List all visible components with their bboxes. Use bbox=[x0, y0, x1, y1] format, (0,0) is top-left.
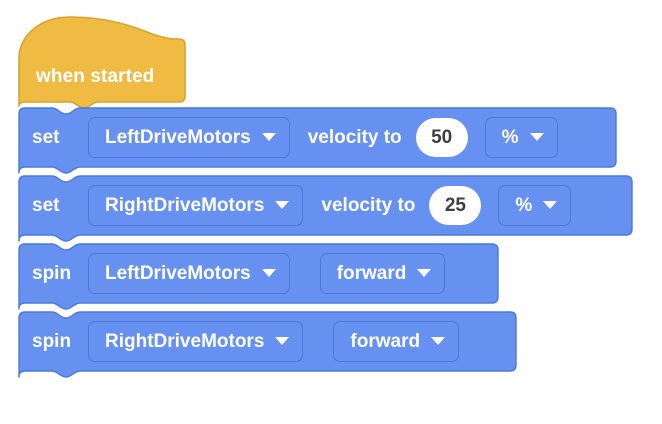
velocity-value-input-left[interactable]: 50 bbox=[415, 117, 468, 157]
block-spin-right-forward[interactable]: spin RightDriveMotors forward bbox=[18, 311, 517, 380]
when-started-label: when started bbox=[36, 66, 155, 87]
direction-dropdown-spin-right-value: forward bbox=[350, 330, 421, 352]
motor-dropdown-right-velocity-value: RightDriveMotors bbox=[105, 194, 265, 216]
block-when-started[interactable]: when started bbox=[18, 14, 186, 109]
set-right-velocity-verb: set bbox=[32, 194, 60, 216]
chevron-down-icon bbox=[261, 133, 276, 141]
when-started-shape bbox=[18, 16, 186, 109]
set-left-velocity-midtext: velocity to bbox=[307, 126, 402, 148]
direction-dropdown-spin-left-value: forward bbox=[336, 262, 407, 284]
motor-dropdown-left-velocity[interactable]: LeftDriveMotors bbox=[88, 116, 290, 158]
chevron-down-icon bbox=[431, 337, 446, 345]
spin-right-forward-verb: spin bbox=[32, 330, 72, 352]
set-right-velocity-midtext: velocity to bbox=[321, 194, 416, 216]
unit-dropdown-right-velocity[interactable]: % bbox=[498, 184, 572, 226]
block-set-left-velocity[interactable]: set LeftDriveMotors velocity to 50 % bbox=[18, 107, 617, 176]
motor-dropdown-spin-left-value: LeftDriveMotors bbox=[105, 262, 251, 284]
chevron-down-icon bbox=[275, 201, 290, 209]
velocity-value-right: 25 bbox=[444, 194, 466, 216]
block-spin-left-forward[interactable]: spin LeftDriveMotors forward bbox=[18, 243, 499, 312]
chevron-down-icon bbox=[275, 337, 290, 345]
chevron-down-icon bbox=[261, 269, 276, 277]
chevron-down-icon bbox=[529, 133, 544, 141]
unit-dropdown-right-velocity-value: % bbox=[515, 194, 533, 216]
direction-dropdown-spin-right[interactable]: forward bbox=[333, 320, 460, 362]
set-left-velocity-verb: set bbox=[32, 126, 60, 148]
spin-left-forward-verb: spin bbox=[32, 262, 72, 284]
block-stack[interactable]: when started set LeftDriveMotors velocit… bbox=[18, 14, 633, 380]
motor-dropdown-right-velocity[interactable]: RightDriveMotors bbox=[88, 184, 304, 226]
velocity-value-left: 50 bbox=[431, 126, 453, 148]
direction-dropdown-spin-left[interactable]: forward bbox=[319, 252, 446, 294]
chevron-down-icon bbox=[417, 269, 432, 277]
motor-dropdown-spin-right-value: RightDriveMotors bbox=[105, 330, 265, 352]
motor-dropdown-left-velocity-value: LeftDriveMotors bbox=[105, 126, 251, 148]
motor-dropdown-spin-left[interactable]: LeftDriveMotors bbox=[88, 252, 290, 294]
motor-dropdown-spin-right[interactable]: RightDriveMotors bbox=[88, 320, 304, 362]
unit-dropdown-left-velocity[interactable]: % bbox=[484, 116, 558, 158]
unit-dropdown-left-velocity-value: % bbox=[501, 126, 519, 148]
chevron-down-icon bbox=[543, 201, 558, 209]
velocity-value-input-right[interactable]: 25 bbox=[429, 185, 482, 225]
block-set-right-velocity[interactable]: set RightDriveMotors velocity to 25 % bbox=[18, 175, 633, 244]
